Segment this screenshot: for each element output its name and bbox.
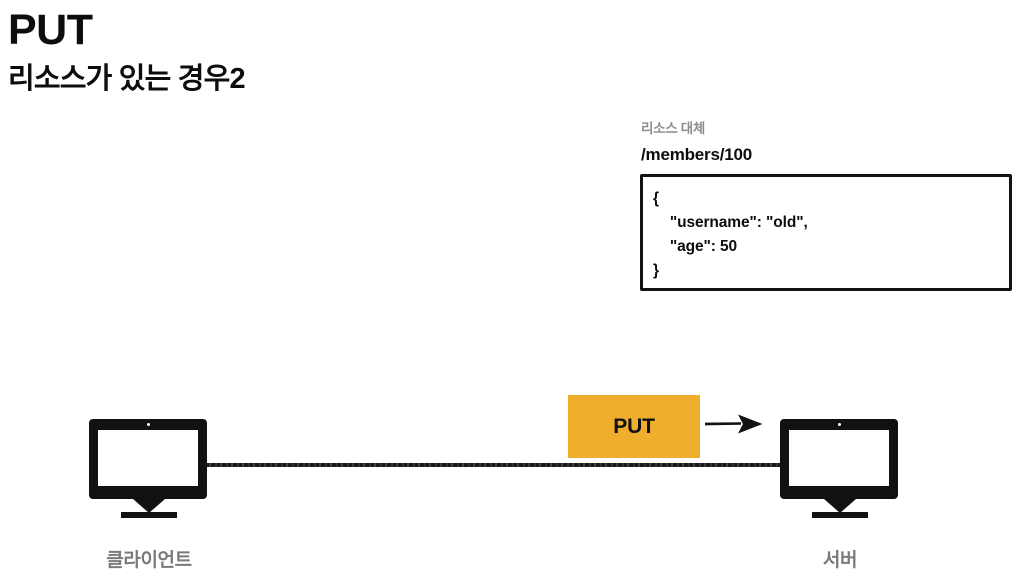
monitor-stand (824, 499, 856, 513)
monitor-stand (133, 499, 165, 513)
webcam-dot-icon (146, 423, 150, 426)
page-title: PUT (8, 6, 93, 54)
server-node-label: 서버 (822, 550, 858, 571)
client-node-label: 클라이언트 (106, 550, 192, 571)
page-subtitle: 리소스가 있는 경우2 (8, 63, 246, 95)
connection-line (206, 463, 788, 467)
monitor-screen (789, 430, 889, 486)
monitor-stand-base (812, 512, 868, 518)
resource-json-body: { "username": "old", "age": 50 } (653, 190, 808, 279)
http-method-label: PUT (613, 414, 655, 438)
monitor-stand-base (121, 512, 177, 518)
request-arrow-icon (705, 414, 763, 434)
desktop-monitor-icon (89, 419, 207, 499)
client-node: 클라이언트 (89, 419, 209, 572)
webcam-dot-icon (837, 423, 841, 426)
resource-json-box: { "username": "old", "age": 50 } (640, 174, 1012, 291)
monitor-screen (98, 430, 198, 486)
desktop-monitor-icon (780, 419, 898, 499)
resource-path: /members/100 (641, 145, 753, 164)
server-node: 서버 (780, 419, 900, 572)
http-method-chip: PUT (568, 395, 700, 458)
resource-caption: 리소스 대체 (641, 121, 706, 136)
